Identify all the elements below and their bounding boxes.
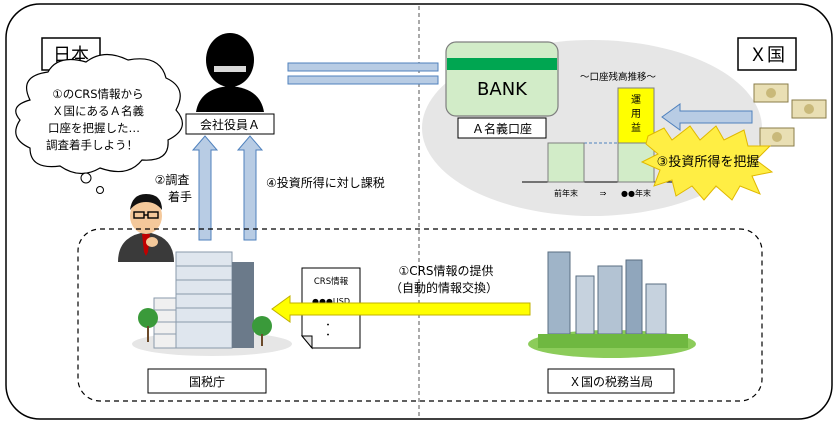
- gain-label-char-3: 益: [631, 121, 641, 134]
- balance-bar-prev-year: [547, 142, 585, 183]
- gain-label-char-1: 運: [631, 94, 641, 106]
- x-tax-label-box: Ｘ国の税務当局: [547, 368, 675, 394]
- x-city-skyline-icon: [528, 251, 696, 358]
- crs-doc-dot-3: ・: [323, 331, 332, 341]
- account-label-text: Ａ名義口座: [472, 121, 532, 136]
- crs-doc-amount: ●●●USD: [312, 297, 350, 306]
- step4-label: ④投資所得に対し課税: [266, 175, 385, 190]
- account-label-box: Ａ名義口座: [457, 117, 547, 139]
- investment-income-burst: ③投資所得を把握: [640, 125, 774, 201]
- officer-bank-connection: [287, 62, 439, 85]
- officer-silhouette-icon: [196, 33, 264, 112]
- nta-building-icon: [132, 251, 292, 356]
- arrow-taxation: [236, 135, 264, 241]
- thought-bubble: ①のCRS情報から Ｘ国にあるＡ名義 口座を把握した… 調査着手しよう！: [15, 53, 183, 194]
- step3-label: ③投資所得を把握: [657, 154, 760, 170]
- arrow-crs-exchange: [271, 295, 531, 323]
- balance-chart-title: ～口座残高推移～: [580, 71, 657, 83]
- gain-label-char-2: 用: [631, 109, 641, 120]
- arrow-investigation: [191, 135, 219, 241]
- step1-label-line1: ①CRS情報の提供: [398, 263, 493, 278]
- investigator-icon: [118, 194, 174, 262]
- money-stacks-icon: [753, 83, 827, 147]
- balance-chart: 運 用 益 前年末 ⇒ ●●年末: [522, 87, 675, 198]
- thought-line-1: ①のCRS情報から: [52, 87, 143, 101]
- crs-doc-dot-2: ・: [323, 321, 332, 331]
- bank-building-icon: BANK: [445, 41, 559, 117]
- nta-label-text: 国税庁: [189, 375, 225, 389]
- tax-authorities-frame: [77, 228, 763, 402]
- thought-line-3: 口座を把握した…: [48, 121, 140, 135]
- bank-name: BANK: [477, 79, 528, 100]
- crs-doc-title: CRS情報: [314, 276, 349, 287]
- crs-doc-dot-1: ・: [323, 311, 332, 321]
- step2-label-line2: 着手: [168, 189, 192, 204]
- step1-label-line2: （自動的情報交換）: [390, 280, 498, 295]
- arrow-income-inflow: [661, 103, 753, 131]
- bar-arrow-glyph: ⇒: [600, 189, 607, 198]
- x-tax-label-text: Ｘ国の税務当局: [569, 375, 653, 389]
- country-x-label-text: Ｘ国: [749, 45, 785, 66]
- bar-right-label: ●●年末: [621, 188, 651, 198]
- nta-label-box: 国税庁: [147, 368, 267, 394]
- officer-label-text: 会社役員Ａ: [200, 117, 260, 132]
- thought-line-2: Ｘ国にあるＡ名義: [52, 104, 144, 118]
- balance-bar-investment-gain: [617, 87, 655, 144]
- bar-left-label: 前年末: [554, 188, 578, 198]
- country-x-label: Ｘ国: [737, 37, 797, 71]
- step2-label-line1: ②調査: [155, 173, 190, 187]
- thought-line-4: 調査着手しよう！: [46, 138, 138, 152]
- officer-label-box: 会社役員Ａ: [185, 113, 275, 135]
